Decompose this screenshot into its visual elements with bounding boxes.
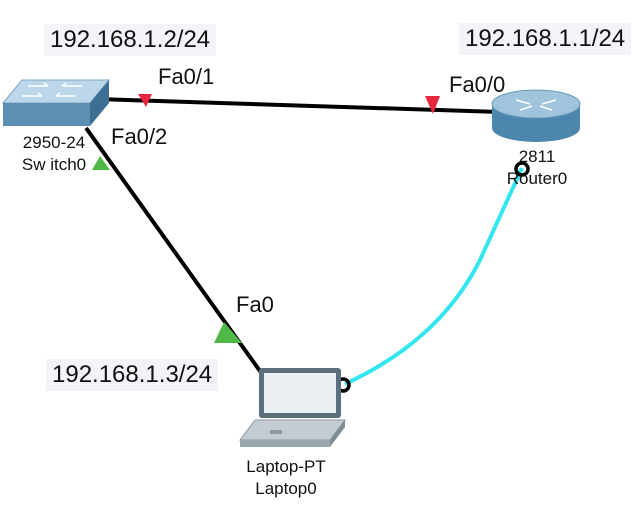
link-switch-router[interactable] <box>95 97 501 114</box>
laptop-name: Laptop0 <box>255 479 317 498</box>
laptop-ip-label: 192.168.1.3/24 <box>46 359 219 391</box>
link-down-marker-switch <box>138 94 152 107</box>
router-icon[interactable] <box>491 89 581 142</box>
switch-name: Sw itch0 <box>21 155 87 174</box>
port-label-switch-fa0-2: Fa0/2 <box>109 124 170 150</box>
switch-device-label: 2950-24 Sw itch0 <box>12 132 96 176</box>
laptop-model: Laptop-PT <box>246 457 326 476</box>
port-label-router-fa0-0: Fa0/0 <box>449 72 506 97</box>
switch-icon[interactable] <box>1 79 111 126</box>
router-ip-label: 192.168.1.1/24 <box>459 23 632 55</box>
switch-model: 2950-24 <box>22 133 86 152</box>
port-label-switch-fa0-1: Fa0/1 <box>156 64 217 90</box>
console-port-router <box>514 161 530 177</box>
console-cable[interactable] <box>344 167 524 386</box>
router-model: 2811 <box>518 147 556 166</box>
laptop-icon[interactable] <box>239 368 346 447</box>
laptop-device-label: Laptop-PT Laptop0 <box>236 456 336 500</box>
switch-ip-label: 192.168.1.2/24 <box>44 24 217 56</box>
link-up-marker-laptop <box>214 322 242 343</box>
router-device-label: 2811 Router0 <box>495 146 579 190</box>
port-label-laptop-fa0: Fa0 <box>236 292 274 317</box>
link-up-marker-switch <box>92 156 110 170</box>
router-name: Router0 <box>506 169 568 188</box>
link-down-marker-router <box>425 96 440 114</box>
